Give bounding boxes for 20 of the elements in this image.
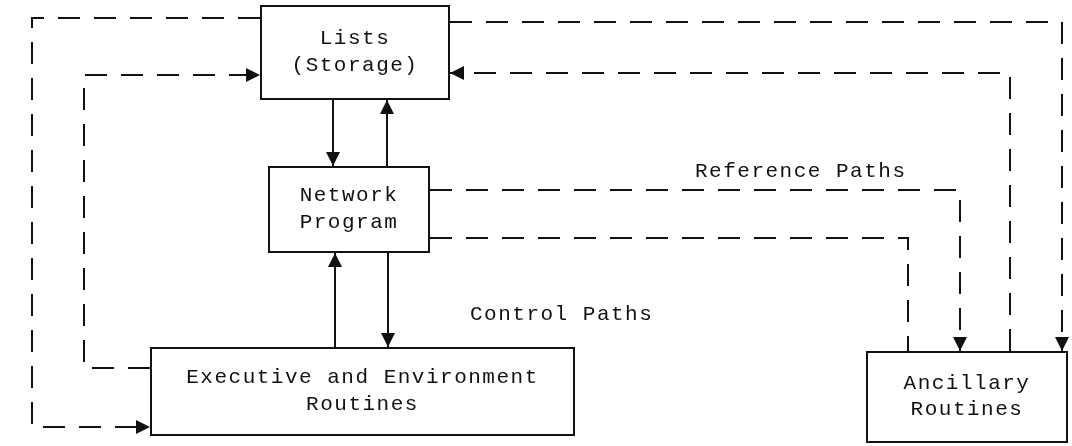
box-label: Executive and Environment Routines bbox=[185, 365, 540, 418]
arrow bbox=[380, 99, 394, 167]
arrow bbox=[83, 68, 261, 369]
process-box bbox=[866, 351, 1068, 443]
path-label: Reference Paths bbox=[695, 160, 907, 183]
arrow bbox=[328, 252, 342, 348]
box-label: Ancillary Routines bbox=[902, 370, 1032, 423]
arrow bbox=[31, 17, 261, 434]
arrow bbox=[449, 66, 1011, 352]
box-label: Network Program bbox=[298, 183, 400, 236]
path-label: Control Paths bbox=[470, 303, 654, 326]
process-box bbox=[260, 5, 450, 100]
process-box bbox=[268, 166, 430, 253]
arrow bbox=[381, 252, 395, 348]
connector-line bbox=[429, 237, 909, 352]
arrow bbox=[429, 189, 967, 352]
process-box bbox=[150, 347, 575, 436]
arrow bbox=[326, 99, 340, 167]
box-label: Lists (Storage) bbox=[290, 26, 420, 79]
arrow bbox=[449, 21, 1069, 352]
